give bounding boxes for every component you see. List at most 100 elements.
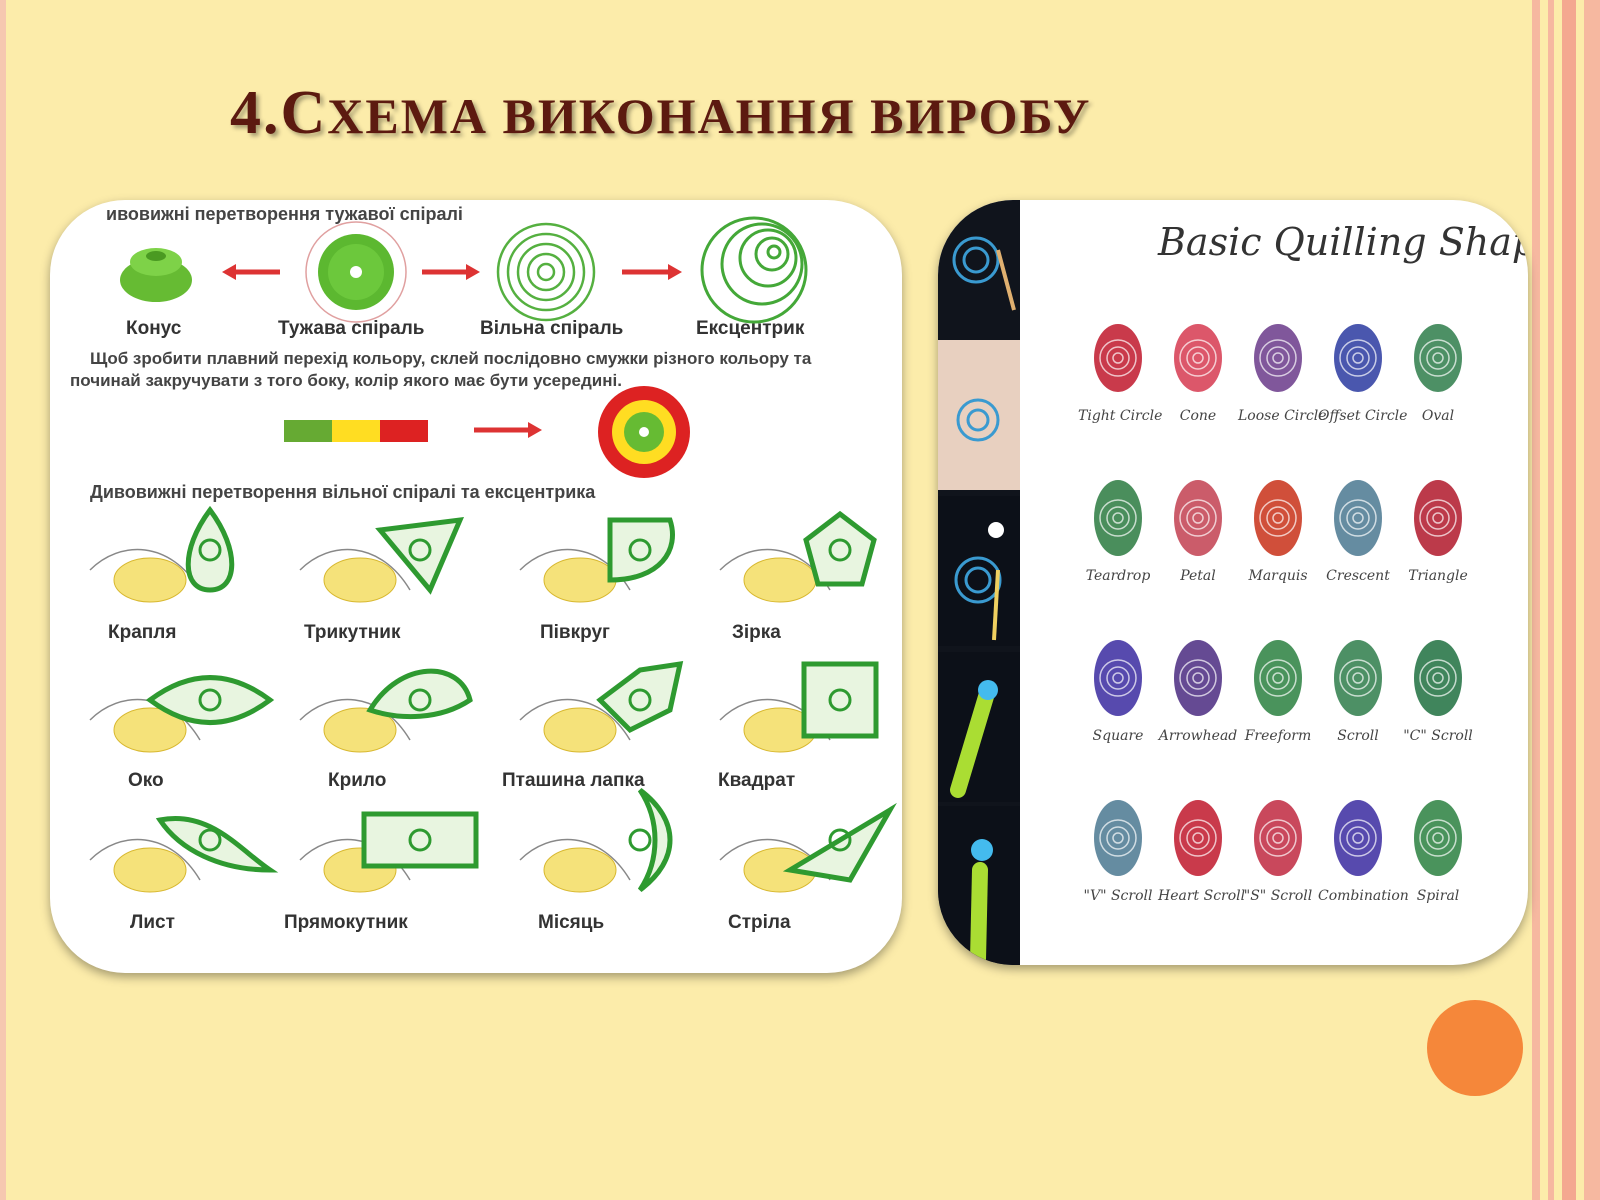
quilling-shape-10 [1094, 640, 1142, 716]
quilling-shape-label: Heart Scroll [1158, 888, 1246, 904]
hand-outline [89, 698, 201, 741]
quilling-shape-11 [1174, 640, 1222, 716]
quilling-shape-icons [1094, 324, 1462, 876]
coil-ring [1266, 346, 1290, 370]
quilling-shape-5 [1094, 480, 1142, 556]
border-stripe [1548, 0, 1554, 1200]
coil-ring [1179, 339, 1217, 377]
spiral-center [828, 688, 852, 712]
coil-ring [1099, 819, 1137, 857]
border-stripe [1584, 0, 1600, 1200]
quilling-shape-label: Freeform [1244, 728, 1312, 744]
spiral-center [628, 828, 652, 852]
quilling-shape-0 [1094, 324, 1142, 392]
coil-ring [1192, 352, 1204, 364]
coil-ring [1112, 832, 1124, 844]
coil-ring [1266, 826, 1290, 850]
section-header-tight-spiral: ивовижні перетворення тужавої спіралі [106, 204, 463, 224]
quilling-shape-4 [1414, 324, 1462, 392]
hand-outline [519, 698, 631, 741]
label-semicircle: Півкруг [540, 622, 610, 643]
coil-ring [1426, 666, 1450, 690]
hand-outline [89, 838, 201, 881]
hand-outline [299, 548, 411, 591]
label-arrow: Стріла [728, 912, 791, 933]
quilling-shape-label: Triangle [1408, 568, 1468, 584]
row1-illustrations [120, 216, 808, 324]
label-square: Квадрат [718, 770, 796, 791]
yellow-coil-form [543, 847, 617, 893]
green-quilled-shape [637, 788, 673, 892]
spiral-center [408, 688, 432, 712]
coil-ring [1099, 339, 1137, 377]
quilling-shape-16 [1174, 800, 1222, 876]
coil-ring [1106, 346, 1130, 370]
coil-ring [1179, 819, 1217, 857]
label-loose-spiral: Вільна спіраль [480, 318, 624, 339]
coil-ring [1339, 339, 1377, 377]
quilling-shape-label: Petal [1180, 568, 1216, 584]
green-quilled-shape [803, 510, 877, 587]
label-bird-foot: Пташина лапка [502, 770, 645, 791]
quilling-shape-label: Square [1092, 728, 1144, 744]
quilling-shape-label: Scroll [1337, 728, 1379, 744]
coil-ring [1259, 499, 1297, 537]
yellow-coil-form [543, 707, 617, 753]
coil-ring [1432, 352, 1444, 364]
green-quilled-shape [185, 505, 235, 593]
tools-photo-illustration [938, 236, 1020, 965]
coil-ring [1106, 666, 1130, 690]
spiral-center [828, 538, 852, 562]
green-quilled-shape [361, 811, 479, 869]
yellow-coil-form [113, 707, 187, 753]
basic-quilling-shapes-card: Basic Quilling Shapes Tight CircleConeLo… [938, 200, 1528, 965]
quilling-shape-19 [1414, 800, 1462, 876]
spiral-center [198, 688, 222, 712]
spiral-center [628, 538, 652, 562]
coil-ring [1112, 352, 1124, 364]
coil-ring [1426, 826, 1450, 850]
label-drop: Крапля [108, 622, 177, 643]
yellow-coil-form [113, 557, 187, 603]
quilling-shape-7 [1254, 480, 1302, 556]
coil-ring [1346, 826, 1370, 850]
quilling-shape-label: "S" Scroll [1243, 888, 1313, 904]
coil-ring [1432, 672, 1444, 684]
quilling-shape-label: Offset Circle [1318, 408, 1408, 424]
slide-title: 4.СХЕМА ВИКОНАННЯ ВИРОБУ [230, 79, 1092, 147]
spiral-center [828, 828, 852, 852]
shape-illustrations [89, 505, 897, 893]
coil-ring [1112, 512, 1124, 524]
green-quilled-shape [801, 661, 879, 739]
quilling-shape-13 [1334, 640, 1382, 716]
label-tight-spiral: Тужава спіраль [278, 318, 425, 339]
coil-ring [1352, 512, 1364, 524]
quilling-shape-17 [1254, 800, 1302, 876]
coil-ring [1432, 512, 1444, 524]
coil-ring [1112, 672, 1124, 684]
label-eccentric: Ексцентрик [696, 318, 805, 339]
coil-ring [1186, 826, 1210, 850]
quilling-shapes-title: Basic Quilling Shapes [1158, 220, 1528, 264]
quilling-shape-label: Crescent [1326, 568, 1390, 584]
green-quilled-shape [155, 816, 279, 873]
coil-ring [1426, 346, 1450, 370]
coil-ring [1266, 666, 1290, 690]
spiral-center [198, 538, 222, 562]
label-wing: Крило [328, 770, 387, 791]
spiral-center [628, 688, 652, 712]
label-star: Зірка [732, 622, 781, 643]
color-strip-illustration [284, 386, 690, 478]
quilling-shape-6 [1174, 480, 1222, 556]
coil-ring [1339, 819, 1377, 857]
label-cone: Конус [126, 318, 182, 339]
coil-ring [1259, 339, 1297, 377]
label-triangle: Трикутник [304, 622, 401, 643]
coil-ring [1186, 506, 1210, 530]
border-stripe [1562, 0, 1576, 1200]
quilling-shape-label: Marquis [1248, 568, 1308, 584]
spiral-transformations-card: ивовижні перетворення тужавої спіралі Ко… [50, 200, 902, 973]
quilling-shape-label: Loose Circle [1238, 408, 1327, 424]
quilling-shape-1 [1174, 324, 1222, 392]
yellow-coil-form [743, 557, 817, 603]
